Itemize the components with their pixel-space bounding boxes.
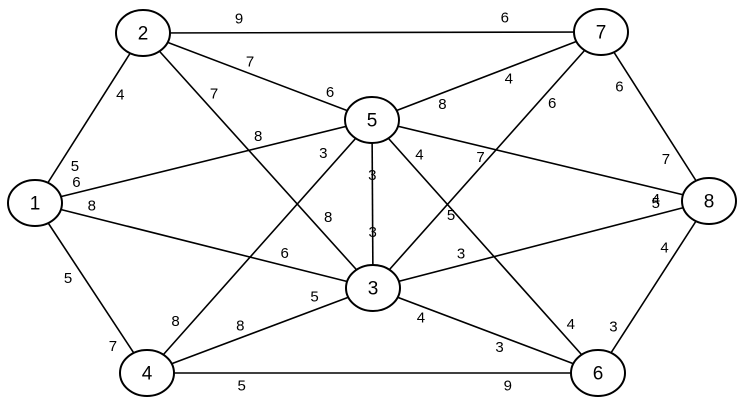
edge-weight-2-7-end: 6: [501, 10, 509, 27]
edge-weight-5-6-end: 4: [567, 316, 575, 333]
node-circle: [344, 96, 400, 144]
edge-weight-2-1-end: 5: [71, 158, 79, 175]
edge-8-3: [372, 200, 710, 289]
edge-layer: [34, 31, 710, 374]
edge-weight-7-8-end: 7: [662, 151, 670, 168]
edge-7-3: [372, 31, 602, 289]
edge-2-1: [34, 32, 144, 204]
edge-weight-8-3-end: 3: [457, 245, 465, 262]
node-2: 2: [115, 9, 171, 57]
edge-weight-4-6-end: 9: [504, 378, 512, 395]
edge-weight-2-5-end: 6: [326, 84, 334, 101]
edge-3-6: [372, 287, 599, 374]
edge-weight-7-5-end: 8: [438, 96, 446, 113]
edge-5-3: [371, 119, 374, 289]
node-6: 6: [570, 349, 626, 397]
edge-weight-7-3-end: 5: [447, 207, 455, 224]
edge-weight-7-5-start: 4: [505, 71, 513, 88]
node-label: 8: [704, 192, 715, 213]
node-circle: [681, 177, 737, 225]
edge-7-8: [600, 31, 710, 202]
edge-weight-1-3-end: 6: [281, 245, 289, 262]
edge-weight-3-6-start: 4: [417, 309, 425, 326]
edge-weight-5-3-end: 3: [369, 224, 377, 241]
edge-weight-3-4-start: 5: [310, 289, 318, 306]
edge-weight-5-4-start: 3: [319, 145, 327, 162]
edge-1-5: [34, 119, 373, 204]
edge-weight-1-4-start: 5: [64, 270, 72, 287]
edge-weight-1-5-end: 8: [254, 128, 262, 145]
node-3: 3: [345, 264, 401, 312]
node-circle: [345, 264, 401, 312]
node-circle: [115, 9, 171, 57]
edge-weight-7-3-start: 6: [548, 95, 556, 112]
edge-weight-2-5-start: 7: [246, 53, 254, 70]
node-5: 5: [344, 96, 400, 144]
node-1: 1: [7, 179, 63, 227]
edge-2-7: [142, 31, 602, 34]
edge-weight-2-3-start: 7: [210, 85, 218, 102]
edge-weight-8-6-start: 4: [660, 239, 668, 256]
edge-5-6: [371, 119, 599, 374]
edge-weight-5-3-start: 3: [368, 167, 376, 184]
node-8: 8: [681, 177, 737, 225]
node-circle: [7, 179, 63, 227]
edge-weight-5-8-end: 4: [652, 191, 660, 208]
edge-2-3: [142, 32, 374, 289]
edge-7-5: [371, 31, 602, 121]
edge-weight-2-3-end: 8: [324, 209, 332, 226]
edge-weight-1-5-start: 6: [72, 174, 80, 191]
edge-weight-8-3-start: 5: [652, 195, 660, 212]
edge-weight-2-7-start: 9: [235, 10, 243, 27]
edge-weight-5-4-end: 8: [171, 313, 179, 330]
edge-weight-1-3-start: 8: [88, 197, 96, 214]
node-label: 7: [596, 23, 607, 44]
edge-weight-8-6-end: 3: [609, 318, 617, 335]
edge-1-3: [34, 202, 374, 289]
node-label: 5: [367, 111, 378, 132]
edge-8-6: [597, 200, 710, 374]
edge-weight-3-4-end: 8: [236, 318, 244, 335]
node-label: 4: [142, 364, 153, 385]
edge-2-5: [142, 32, 373, 121]
edge-weight-5-8-start: 7: [476, 149, 484, 166]
edge-weight-4-6-start: 5: [238, 378, 246, 395]
node-circle: [119, 349, 175, 397]
edge-weight-7-8-start: 6: [615, 78, 623, 95]
edge-weight-5-6-start: 4: [415, 147, 423, 164]
edge-1-4: [34, 202, 148, 374]
node-4: 4: [119, 349, 175, 397]
edge-5-8: [371, 119, 710, 202]
node-label: 1: [30, 194, 41, 215]
edge-weight-1-4-end: 7: [109, 338, 117, 355]
edge-weight-3-6-end: 3: [495, 339, 503, 356]
node-circle: [570, 349, 626, 397]
node-label: 2: [138, 24, 149, 45]
node-label: 3: [368, 279, 379, 300]
edge-3-4: [146, 287, 374, 374]
node-circle: [573, 8, 629, 56]
node-7: 7: [573, 8, 629, 56]
node-label: 6: [593, 364, 604, 385]
edge-5-4: [146, 119, 373, 374]
edge-weight-2-1-start: 4: [116, 86, 124, 103]
